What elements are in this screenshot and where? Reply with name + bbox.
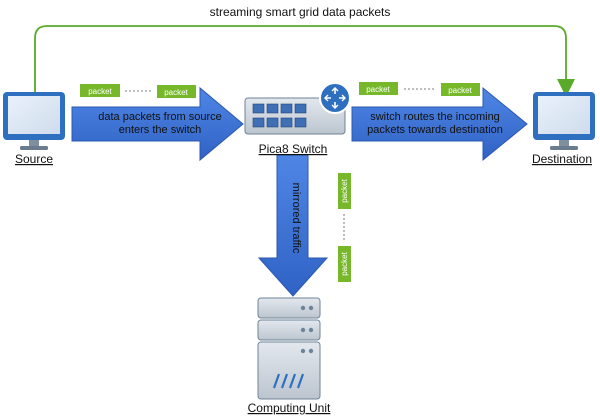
packet-badge: packet — [80, 84, 120, 97]
computing-unit-server-icon — [257, 297, 321, 400]
packet-badge: packet — [441, 83, 480, 96]
arrow-right-text-line2: packets towards destination — [367, 124, 503, 136]
svg-text:packet: packet — [366, 85, 390, 94]
source-to-switch-arrow — [71, 86, 244, 162]
server-vent-icon — [272, 373, 305, 389]
svg-text:packet: packet — [448, 86, 472, 95]
arrow-left-text-line1: data packets from source — [98, 111, 222, 123]
source-label: Source — [15, 152, 53, 166]
streaming-feedback-connector — [34, 25, 575, 97]
packet-badge: packet — [338, 173, 351, 209]
source-monitor-icon — [3, 92, 65, 150]
arrow-left-text-line2: enters the switch — [119, 124, 202, 136]
packet-badge: packet — [338, 246, 351, 282]
svg-text:packet: packet — [340, 251, 349, 275]
svg-text:packet: packet — [340, 178, 349, 202]
destination-label: Destination — [532, 152, 592, 166]
switch-to-destination-arrow — [351, 86, 528, 162]
arrow-right-text-line1: switch routes the incoming — [370, 111, 500, 123]
destination-monitor-icon — [533, 92, 595, 150]
computing-unit-label: Computing Unit — [248, 401, 331, 415]
top-label: streaming smart grid data packets — [210, 5, 391, 19]
svg-text:packet: packet — [164, 88, 188, 97]
router-badge-icon — [319, 82, 351, 114]
mirrored-traffic-label: mirrored traffic — [290, 183, 302, 254]
packet-badge: packet — [359, 82, 398, 95]
mirrored-traffic-arrow — [257, 154, 329, 297]
svg-text:packet: packet — [88, 87, 112, 96]
packet-badge: packet — [157, 85, 196, 98]
switch-label: Pica8 Switch — [259, 142, 328, 156]
switch-icon — [244, 82, 351, 135]
switch-ports — [252, 103, 307, 128]
